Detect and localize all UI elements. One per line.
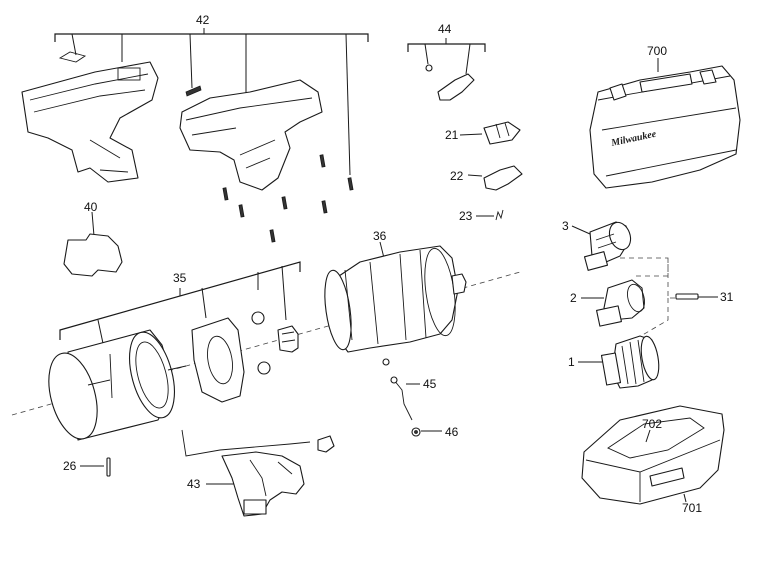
part-36-gearbox[interactable]: 36 — [321, 229, 467, 353]
assembly-axis — [11, 271, 521, 416]
callout-44: 44 — [438, 22, 452, 36]
callout-702: 702 — [642, 417, 662, 431]
part-43-switch-assembly[interactable]: 43 — [181, 429, 335, 517]
part-21-switch-button[interactable]: 21 — [445, 121, 521, 145]
part-701-accessory-case[interactable]: 701 — [581, 405, 725, 515]
callout-3: 3 — [562, 219, 569, 233]
part-3-right-angle-attachment[interactable]: 3 — [562, 219, 634, 271]
part-35-motor-assembly[interactable]: 35 — [40, 261, 301, 444]
callout-701: 701 — [682, 501, 702, 515]
part-46-screw[interactable]: 46 — [411, 425, 459, 439]
callout-31: 31 — [720, 290, 734, 304]
part-23-spring[interactable]: 23 — [459, 209, 504, 223]
callout-26: 26 — [63, 459, 77, 473]
callout-21: 21 — [445, 128, 459, 142]
part-702-case-insert[interactable]: 702 — [642, 417, 662, 443]
part-45-wire-harness[interactable]: 45 — [390, 376, 437, 421]
callout-23: 23 — [459, 209, 473, 223]
part-22-direction-lever[interactable]: 22 — [450, 165, 523, 191]
callout-1: 1 — [568, 355, 575, 369]
part-44-belt-clip[interactable]: 44 — [407, 22, 486, 101]
part-26-pin[interactable]: 26 — [63, 457, 111, 477]
callout-45: 45 — [423, 377, 437, 391]
part-700-carrying-case[interactable]: Milwaukee 700 — [589, 44, 741, 189]
callout-22: 22 — [450, 169, 464, 183]
attachment-link-lines — [620, 257, 680, 341]
callout-46: 46 — [445, 425, 459, 439]
callout-36: 36 — [373, 229, 387, 243]
part-31-bit[interactable]: 31 — [675, 290, 734, 304]
part-40-nameplate[interactable]: 40 — [63, 200, 123, 277]
callout-42: 42 — [196, 13, 210, 27]
part-42-housing-set[interactable]: 42 — [21, 13, 369, 243]
callout-700: 700 — [647, 44, 667, 58]
callout-35: 35 — [173, 271, 187, 285]
part-2-offset-attachment[interactable]: 2 — [570, 279, 647, 327]
callout-2: 2 — [570, 291, 577, 305]
part-small-screw — [382, 358, 390, 366]
callout-40: 40 — [84, 200, 98, 214]
part-1-chuck-attachment[interactable]: 1 — [568, 335, 662, 389]
callout-43: 43 — [187, 477, 201, 491]
